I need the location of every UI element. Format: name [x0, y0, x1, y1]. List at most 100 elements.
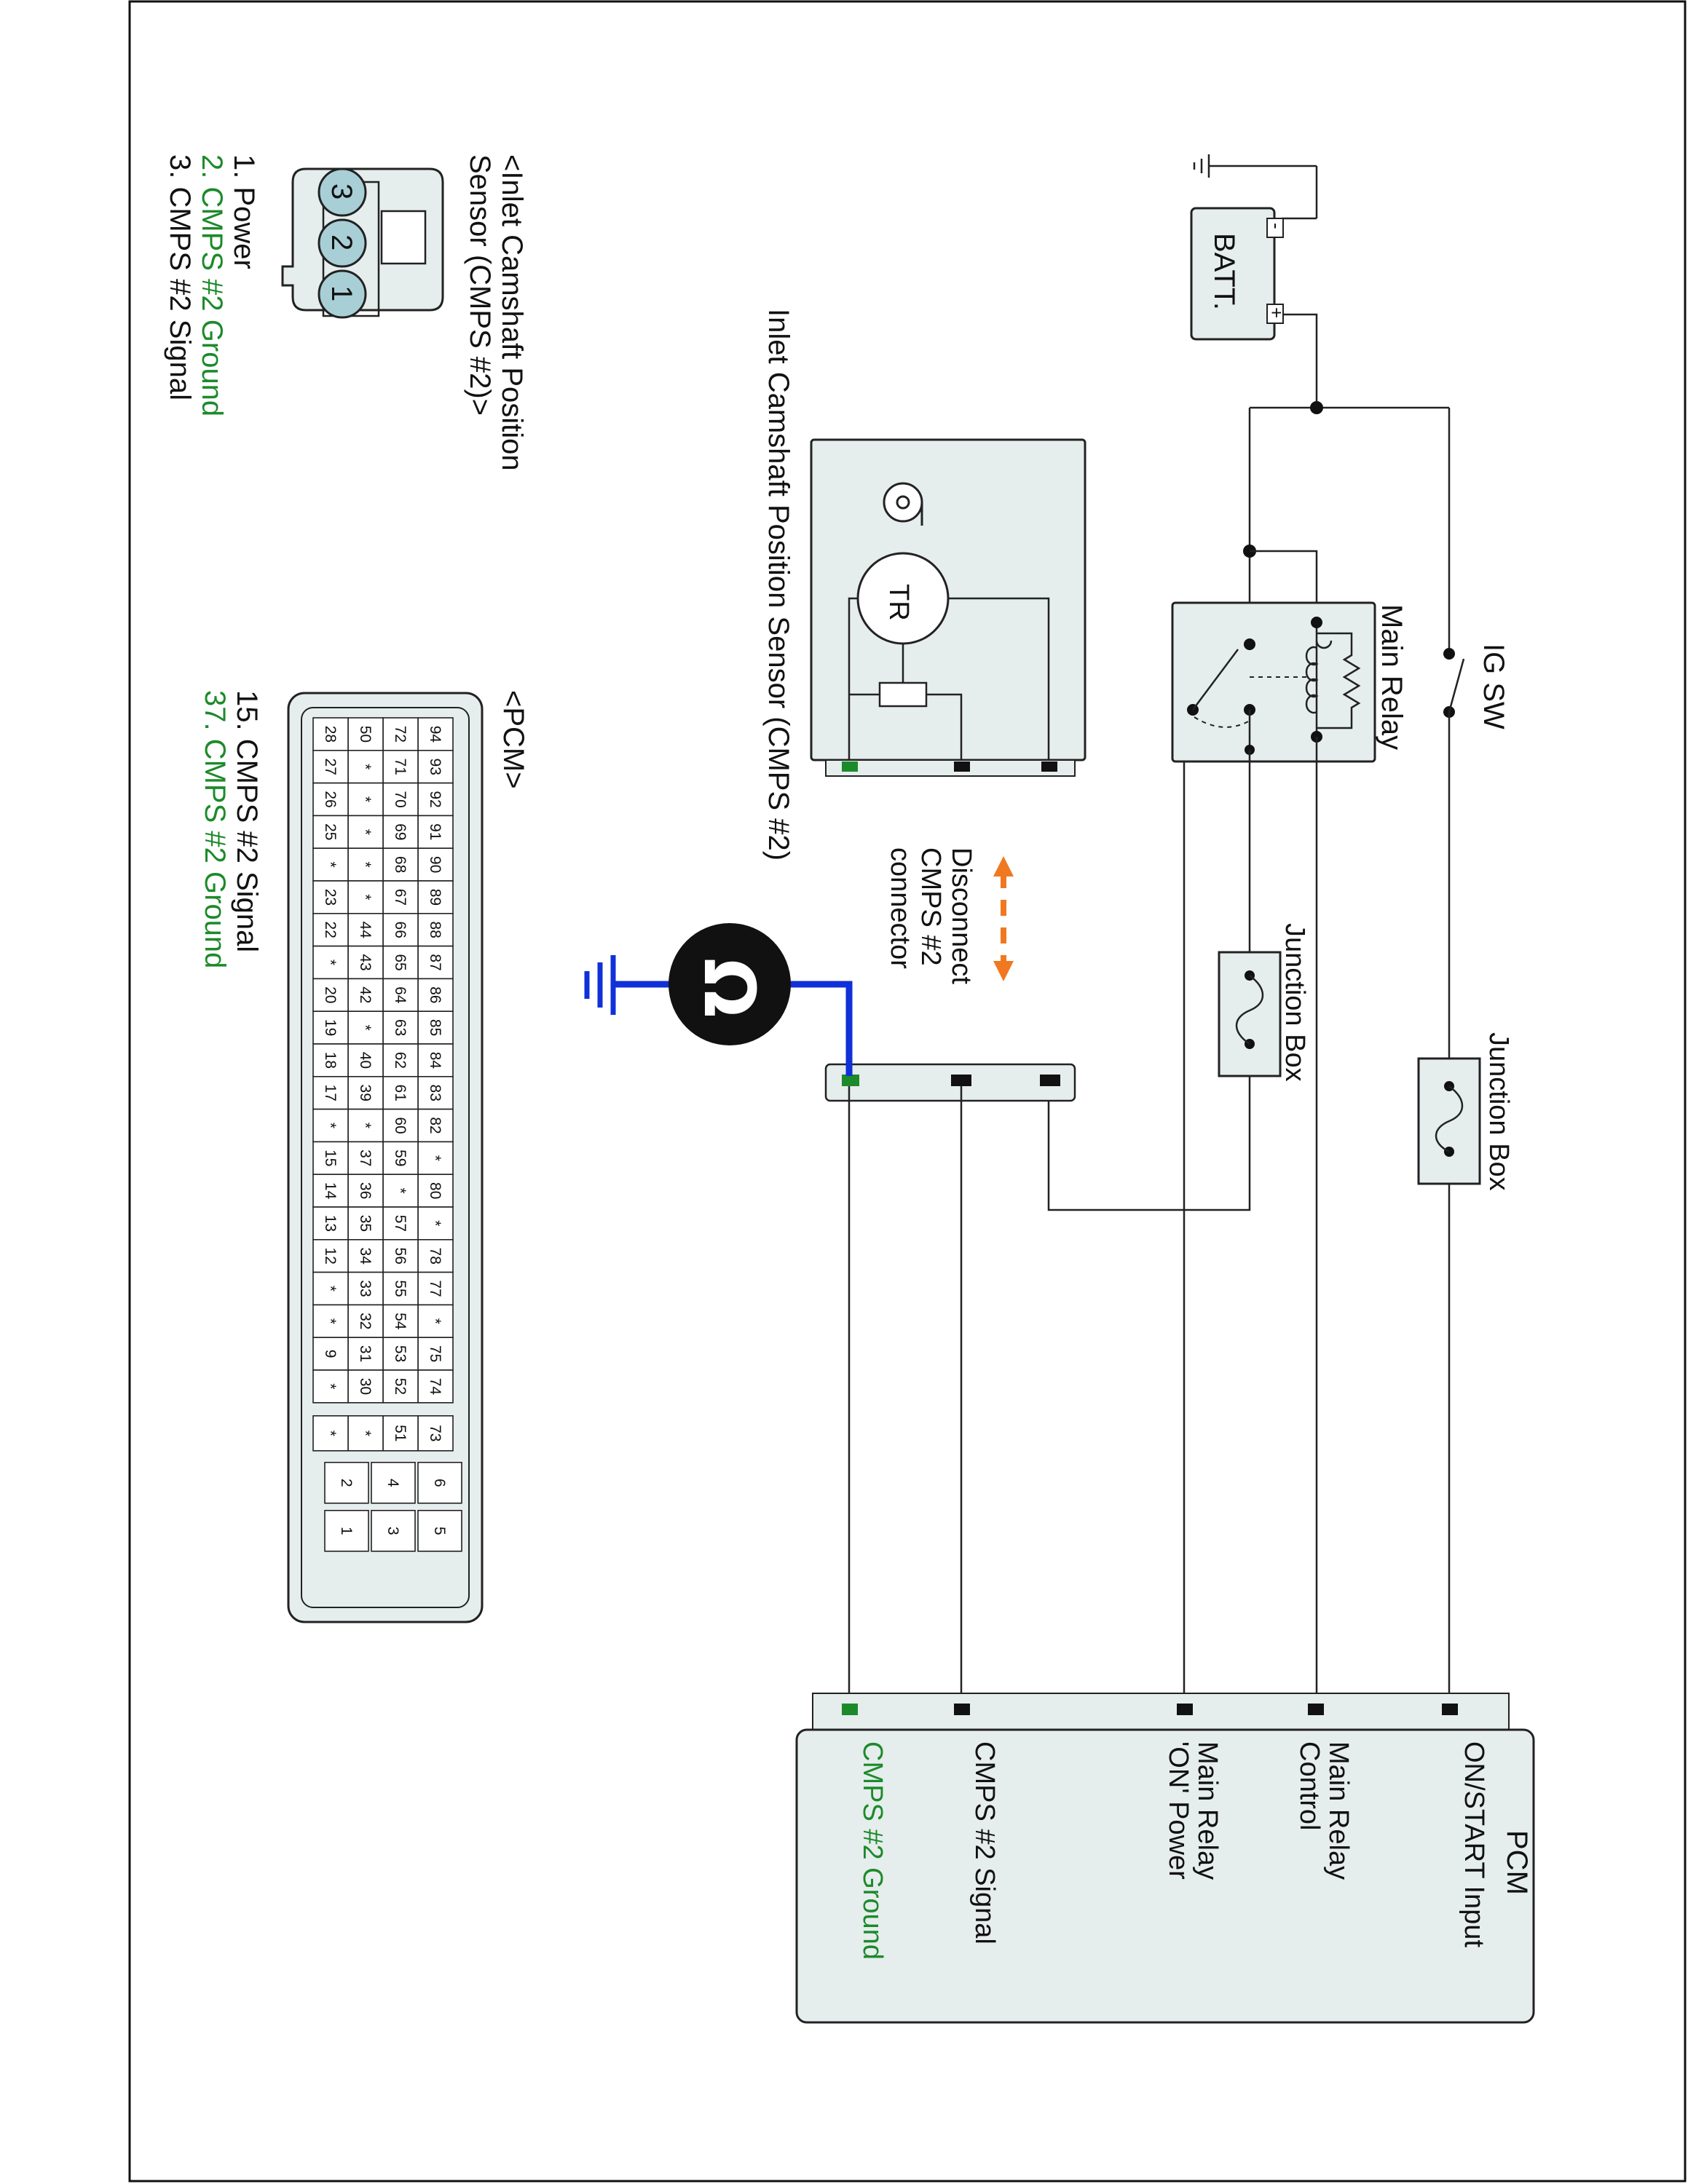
pcm-pin-cell	[324, 1462, 369, 1504]
pcm-pin-cell	[382, 1369, 419, 1404]
pcm-pin-number: 83	[427, 1085, 443, 1101]
pcm-pin-cell	[417, 1510, 462, 1552]
pcm-pin-number: 2	[338, 1479, 355, 1487]
pcm-pin-number: 34	[357, 1248, 374, 1265]
pcm-pin-cell	[371, 1462, 416, 1504]
battery-ground-symbol	[1193, 154, 1318, 220]
pcm-pin-number: 43	[357, 954, 374, 970]
pcm-pin-number: 94	[427, 726, 443, 743]
pcm-pin-cell	[312, 717, 349, 751]
pcm-pin-number: 6	[431, 1479, 448, 1487]
pcm-pin-number: 30	[357, 1378, 374, 1395]
pcm-pin-cell	[417, 1415, 454, 1452]
pcm-pin-cell	[347, 1206, 384, 1241]
disconnect-note-line-2: CMPS #2	[915, 847, 946, 966]
pcm-pin-number: 51	[392, 1425, 409, 1441]
sensor-legend-item-1: 1. Power	[228, 154, 260, 269]
pcm-pin-label: CMPS #2 Ground	[857, 1741, 888, 1960]
pcm-pin-number: 71	[392, 759, 409, 775]
main-relay-label: Main Relay	[1376, 604, 1408, 750]
sensor-legend-title-2: Sensor (CMPS #2)>	[464, 154, 496, 416]
pcm-pin-cell	[312, 1174, 349, 1208]
pcm-pin-number: *	[357, 1123, 374, 1128]
junction-box-relay-label: Junction Box	[1279, 923, 1310, 1082]
pcm-pin-cell	[312, 880, 349, 914]
pcm-pin-number: 25	[322, 823, 339, 840]
pcm-pin-label: Main Relay	[1323, 1741, 1354, 1880]
pcm-pin-cell	[347, 1043, 384, 1077]
pcm-pin-number: *	[357, 1025, 374, 1031]
pcm-pin-cell	[417, 1010, 454, 1045]
harness-connector	[824, 1063, 1076, 1102]
pcm-pin-cell	[382, 1043, 419, 1077]
pcm-pin-cell	[417, 913, 454, 947]
pcm-pin-cell	[347, 750, 384, 784]
pcm-pin-number: *	[427, 1318, 443, 1324]
pcm-pin-number: *	[357, 764, 374, 769]
pcm-pin-number: 22	[322, 922, 339, 938]
page-border	[128, 0, 1687, 2183]
pcm-pin-number: 37	[357, 1150, 374, 1166]
pcm-pin-number: 54	[392, 1313, 409, 1330]
pcm-pin-number: 90	[427, 856, 443, 873]
ig-switch: IG SW	[1443, 644, 1510, 729]
pcm-pin-number: 17	[322, 1085, 339, 1101]
pcm-pin-number: 32	[357, 1313, 374, 1329]
battery-label: BATT.	[1208, 233, 1240, 310]
pcm-pin-number: 89	[427, 889, 443, 906]
disconnect-note: Disconnect CMPS #2 connector	[885, 847, 977, 984]
pcm-pin-number: 40	[357, 1052, 374, 1069]
pcm-pin-cell	[312, 945, 349, 980]
pcm-pin-cell	[312, 1337, 349, 1371]
sensor-legend-title-1: <Inlet Camshaft Position	[496, 154, 528, 471]
pcm-pin-number: 1	[338, 1527, 355, 1535]
pcm-pin-number: 67	[392, 889, 409, 906]
power-wires	[1243, 313, 1451, 654]
pcm-pin-cell	[312, 1415, 349, 1452]
pcm-pin-number: 3	[384, 1527, 401, 1535]
disconnect-note-line-1: Disconnect	[946, 847, 977, 984]
junction-box-relay: Junction Box	[1218, 923, 1310, 1082]
ig-switch-label: IG SW	[1478, 644, 1510, 729]
pcm-pin-cell	[417, 1141, 454, 1176]
pcm-pin-number: 42	[357, 986, 374, 1003]
sensor-pin-2: 2	[326, 234, 358, 250]
pcm-pin-cell	[312, 1239, 349, 1273]
pcm-pin-number: 66	[392, 922, 409, 938]
pcm-pin-number: 18	[322, 1052, 339, 1069]
pcm-pin-number: *	[322, 1383, 339, 1389]
pcm-pin-cell	[382, 1206, 419, 1241]
sensor-tr-label: TR	[883, 584, 914, 621]
junction-box-ig: Junction Box	[1417, 1032, 1514, 1191]
ohmmeter-icon	[669, 923, 791, 1045]
pcm-pin-number: 36	[357, 1182, 374, 1199]
pcm-pin-number: 57	[392, 1215, 409, 1232]
pcm-pin-label: 'ON' Power	[1163, 1741, 1194, 1880]
pcm-pin-number: 9	[322, 1350, 339, 1358]
pcm-pin-number: 78	[427, 1248, 443, 1265]
pcm-pin-number: 75	[427, 1345, 443, 1362]
pcm-pin-number: 61	[392, 1085, 409, 1101]
pcm-pin-number: 12	[322, 1248, 339, 1265]
pcm-pin-number: *	[322, 1318, 339, 1324]
pcm-pin-cell	[382, 750, 419, 784]
pcm-pin-number: 35	[357, 1215, 374, 1232]
pcm-pin-number: *	[322, 1286, 339, 1291]
sensor-connector-drawing: 1 2 3	[281, 167, 444, 319]
sensor-legend: <Inlet Camshaft Position Sensor (CMPS #2…	[164, 154, 528, 471]
pcm-pin-number: 92	[427, 791, 443, 807]
pcm-pin-number: *	[357, 862, 374, 868]
pcm-pin-cell	[382, 1141, 419, 1176]
pcm-pin-cell	[312, 815, 349, 850]
pcm-pin-number: *	[322, 1431, 339, 1436]
pcm-pin-number: *	[322, 960, 339, 965]
pcm-legend: <PCM> 15. CMPS #2 Signal 37. CMPS #2 Gro…	[199, 690, 529, 1623]
pcm-pin-number: 23	[322, 889, 339, 906]
pcm-pin-cell	[312, 1141, 349, 1176]
pcm-pin-number: *	[357, 796, 374, 802]
pcm-pin-cell	[417, 1369, 454, 1404]
disconnect-arrows	[993, 856, 1014, 981]
